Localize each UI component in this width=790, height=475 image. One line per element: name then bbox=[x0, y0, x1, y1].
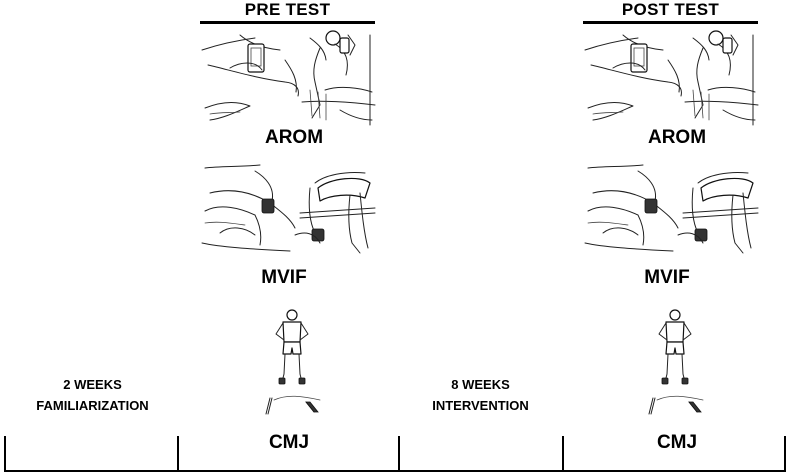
pre-test-underline bbox=[200, 21, 375, 24]
pre-cmj-figure bbox=[275, 309, 309, 385]
timeline-tick-pre-start bbox=[177, 436, 179, 472]
post-test-title: POST TEST bbox=[621, 0, 720, 19]
pre-cmj-platform bbox=[265, 395, 321, 415]
intervention-phase: 8 WEEKS INTERVENTION bbox=[398, 374, 563, 416]
pre-mvif-label: MVIF bbox=[261, 267, 307, 288]
timeline-tick-start bbox=[4, 436, 6, 472]
pre-mvif-illustration bbox=[201, 164, 376, 254]
pre-arom-illustration bbox=[201, 30, 376, 126]
timeline-tick-pre-end bbox=[398, 436, 400, 472]
intervention-duration: 8 WEEKS bbox=[451, 377, 510, 392]
timeline-tick-post-start bbox=[562, 436, 564, 472]
post-arom-label: AROM bbox=[647, 127, 707, 148]
timeline-baseline bbox=[4, 470, 786, 472]
post-mvif-illustration bbox=[584, 164, 759, 254]
intervention-label: INTERVENTION bbox=[432, 398, 529, 413]
post-cmj-label: CMJ bbox=[656, 432, 698, 453]
post-test-underline bbox=[583, 21, 758, 24]
familiarization-phase: 2 WEEKS FAMILIARIZATION bbox=[0, 374, 185, 416]
familiarization-label: FAMILIARIZATION bbox=[36, 398, 149, 413]
post-mvif-label: MVIF bbox=[644, 267, 690, 288]
post-cmj-platform bbox=[648, 395, 704, 415]
pre-test-title: PRE TEST bbox=[244, 0, 331, 19]
post-arom-illustration bbox=[584, 30, 759, 126]
post-cmj-figure bbox=[658, 309, 692, 385]
familiarization-duration: 2 WEEKS bbox=[63, 377, 122, 392]
pre-arom-label: AROM bbox=[264, 127, 324, 148]
timeline-tick-end bbox=[784, 436, 786, 472]
pre-cmj-label: CMJ bbox=[268, 432, 310, 453]
